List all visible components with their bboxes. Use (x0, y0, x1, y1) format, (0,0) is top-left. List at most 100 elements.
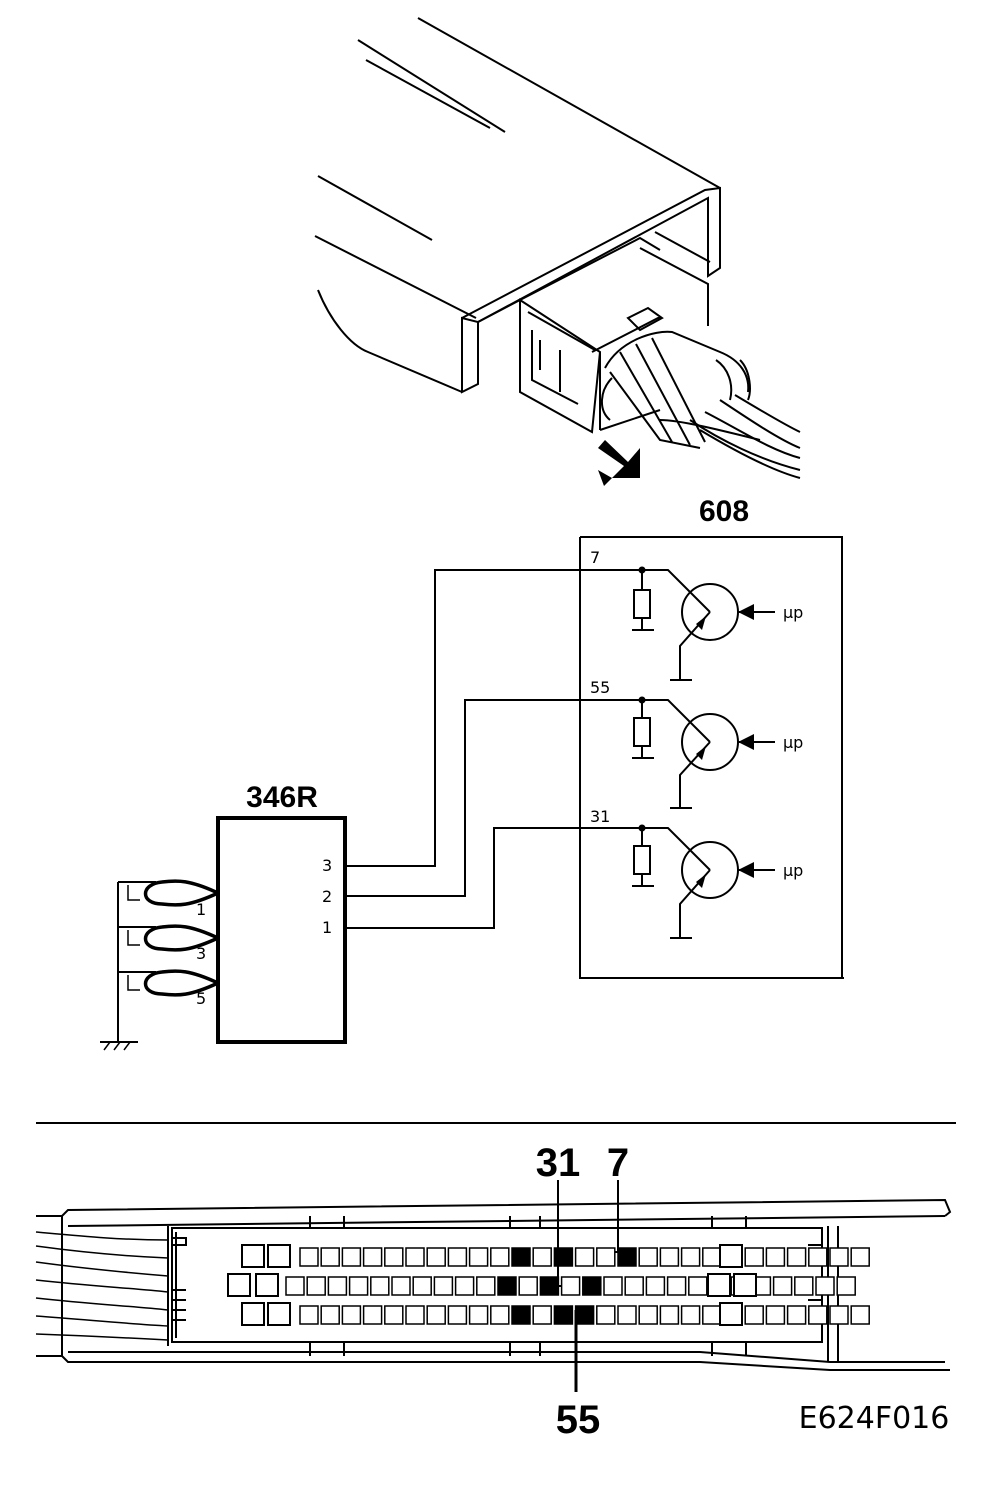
sensor-346r-block: 346R 3 2 1 (216, 781, 347, 1044)
arrow-pointer-icon (598, 440, 640, 486)
connector-pin (539, 1276, 560, 1296)
signal-wires (345, 569, 580, 929)
connector-pin (765, 1247, 786, 1267)
connector-pin (341, 1247, 362, 1267)
connector-pin (497, 1276, 517, 1296)
sensor-label: 346R (246, 781, 318, 814)
coil-number: 5 (196, 989, 206, 1008)
connector-pin (241, 1302, 265, 1326)
connector-pin (794, 1276, 814, 1296)
connector-pin (765, 1305, 786, 1325)
connector-pin (617, 1247, 637, 1267)
callout-55: 55 (556, 1398, 601, 1442)
connector-pin (603, 1276, 623, 1296)
connector-pin (426, 1305, 446, 1325)
ecu-channel-2: 55 µp (468, 678, 803, 809)
resistor-icon (633, 717, 651, 747)
connector-pin (490, 1305, 510, 1325)
connector-pin (596, 1305, 616, 1325)
connector-pin (850, 1247, 870, 1267)
coil-icon: 1 (118, 879, 219, 919)
connector-pin (468, 1247, 489, 1267)
sensor-pin-label: 3 (322, 856, 332, 875)
ecu-pin-label: 31 (590, 807, 610, 826)
connector-pin (532, 1305, 552, 1325)
connector-pin (267, 1244, 291, 1268)
connector-pin (384, 1305, 404, 1325)
connector-pin (405, 1247, 425, 1267)
connector-pin (476, 1276, 496, 1296)
ecu-box-illustration (314, 17, 801, 479)
connector-pin (574, 1247, 595, 1267)
connector-pin (733, 1273, 757, 1297)
connector-pin (659, 1305, 680, 1325)
connector-pin (680, 1305, 701, 1325)
connector-pin (772, 1276, 793, 1296)
ecu-pin-label: 7 (590, 548, 600, 567)
connector-pin (348, 1276, 369, 1296)
connector-pin (384, 1247, 404, 1267)
connector-pin (320, 1247, 340, 1267)
connector-pin (808, 1247, 828, 1267)
ecu-608-block: 608 (579, 495, 844, 979)
connector-pin (433, 1276, 454, 1296)
connector-pin (702, 1247, 722, 1267)
connector-pin (836, 1276, 856, 1296)
connector-pin (299, 1247, 319, 1267)
sensor-pin-label: 2 (322, 887, 332, 906)
connector-pin (299, 1305, 319, 1325)
connector-pin (574, 1305, 595, 1325)
connector-pin (638, 1247, 658, 1267)
connector-pin (786, 1247, 807, 1267)
figure-reference: E624F016 (799, 1401, 950, 1436)
ecu-connector-pinout-icon: 31 7 55 (35, 1141, 952, 1442)
ecu-label: 608 (699, 495, 749, 528)
connector-pin (702, 1305, 722, 1325)
connector-pin (582, 1276, 602, 1296)
coil-icon: 3 (118, 924, 219, 963)
connector-pin (553, 1305, 574, 1325)
ecu-pin-label: 55 (590, 678, 610, 697)
connector-pin (707, 1273, 731, 1297)
connector-pin (447, 1247, 468, 1267)
connector-pin (645, 1276, 666, 1296)
ecu-channel-3: 31 µp (494, 807, 803, 939)
connector-pin (468, 1305, 489, 1325)
sensor-pin-label: 1 (322, 918, 332, 937)
ground-icon (632, 746, 654, 759)
connector-pin (511, 1305, 531, 1325)
connector-pin (426, 1247, 446, 1267)
connector-pin (829, 1305, 849, 1325)
connector-pin (532, 1247, 552, 1267)
connector-pin (666, 1276, 687, 1296)
connector-pin (405, 1305, 425, 1325)
connector-pin (624, 1276, 644, 1296)
sensor-coils: 1 3 5 (100, 879, 219, 1051)
connector-pin (815, 1276, 835, 1296)
connector-pin (638, 1305, 658, 1325)
coil-icon: 5 (118, 969, 219, 1008)
pin-grid (227, 1244, 870, 1326)
connector-pin (850, 1305, 870, 1325)
connector-pin (241, 1244, 265, 1268)
connector-pin (617, 1305, 637, 1325)
connector-pin (744, 1305, 764, 1325)
connector-pin (285, 1276, 305, 1296)
connector-pin (306, 1276, 326, 1296)
connector-pin (227, 1273, 251, 1297)
mu-p-label: µp (783, 733, 803, 752)
connector-pin (362, 1305, 383, 1325)
ground-icon (632, 618, 654, 631)
ground-icon (103, 1041, 131, 1051)
connector-pin (267, 1302, 291, 1326)
connector-pin (744, 1247, 764, 1267)
connector-pin (362, 1247, 383, 1267)
resistor-icon (633, 589, 651, 619)
coil-number: 3 (196, 944, 206, 963)
connector-pin (518, 1276, 538, 1296)
callout-31: 31 (536, 1141, 581, 1185)
connector-pin (370, 1276, 390, 1296)
mu-p-label: µp (783, 861, 803, 880)
connector-pin (719, 1244, 743, 1268)
